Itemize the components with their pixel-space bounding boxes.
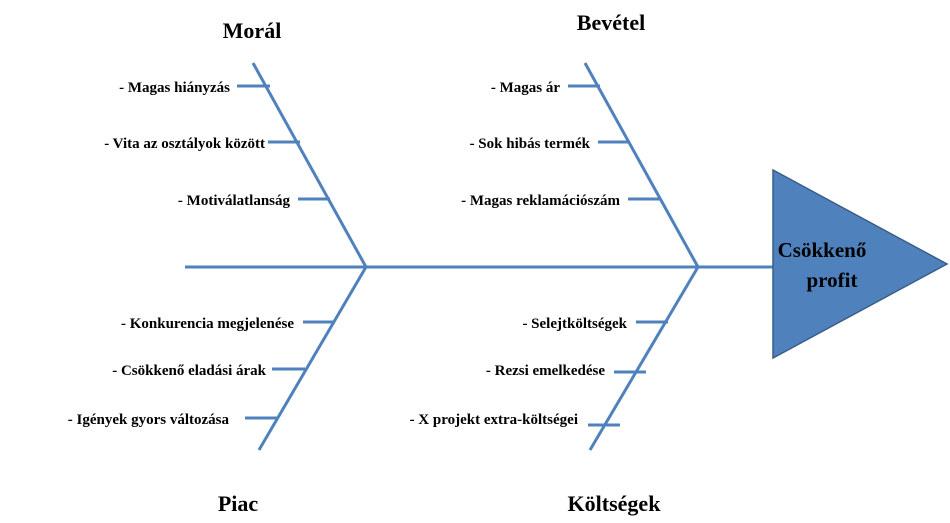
effect-head	[772, 168, 949, 360]
cause-piac-2: - Csökkenő eladási árak	[112, 363, 266, 379]
category-moral: Morál	[223, 18, 282, 43]
category-piac: Piac	[218, 491, 259, 516]
cause-moral-3: - Motiválatlanság	[178, 193, 291, 209]
effect-label-line2: profit	[807, 268, 858, 292]
cause-piac-3: - Igények gyors változása	[68, 412, 230, 428]
cause-moral-2: - Vita az osztályok között	[104, 136, 265, 152]
cause-piac-1: - Konkurencia megjelenése	[121, 316, 294, 332]
cause-koltsegek-1: - Selejtköltségek	[522, 316, 627, 332]
cause-bevetel-1: - Magas ár	[491, 80, 560, 96]
cause-koltsegek-2: - Rezsi emelkedése	[486, 363, 605, 379]
bone-piac	[257, 266, 368, 451]
cause-bevetel-3: - Magas reklamációszám	[461, 193, 620, 209]
cause-koltsegek-3: - X projekt extra-költségei	[410, 412, 578, 428]
bone-bevetel	[583, 62, 700, 268]
cause-moral-1: - Magas hiányzás	[119, 80, 230, 96]
cause-bevetel-2: - Sok hibás termék	[470, 136, 591, 152]
bone-moral	[251, 62, 368, 268]
category-koltsegek: Költségek	[568, 491, 662, 516]
effect-label-line1: Csökkenő	[778, 238, 867, 262]
bone-koltsegek	[588, 266, 700, 451]
category-bevetel: Bevétel	[577, 10, 645, 35]
